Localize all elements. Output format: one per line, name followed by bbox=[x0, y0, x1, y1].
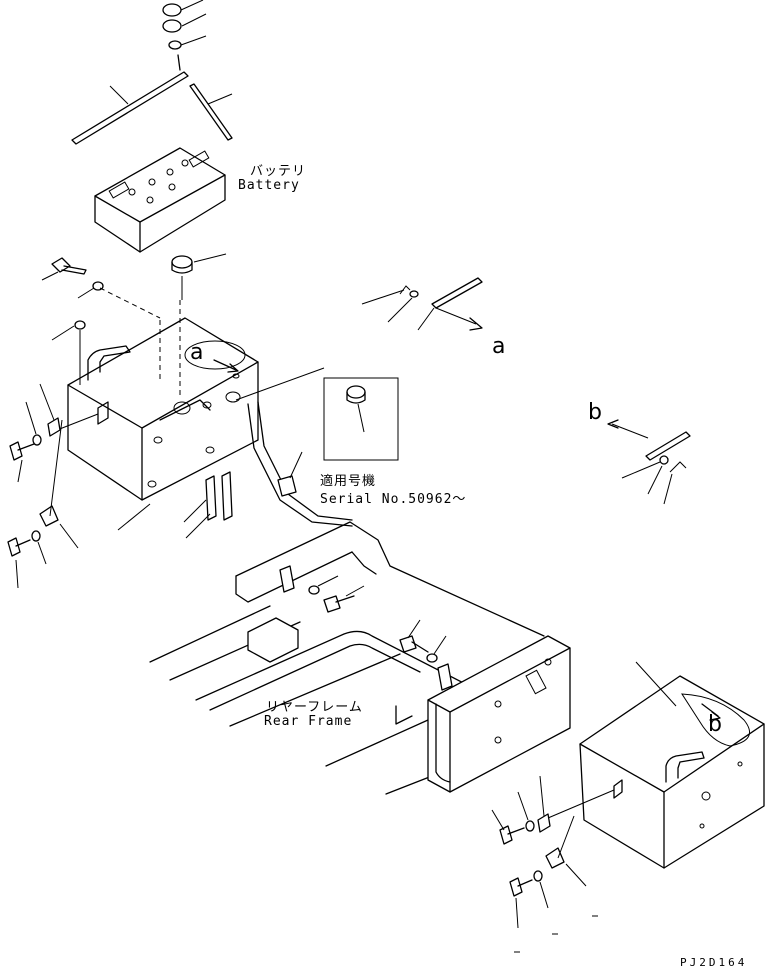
ref-arrow-a-top bbox=[213, 359, 239, 373]
ref-b-bottom: b bbox=[708, 712, 722, 737]
vent-cap bbox=[171, 253, 227, 300]
screw-left bbox=[51, 320, 86, 385]
battery-label-en: Battery bbox=[238, 178, 300, 193]
battery-label-jp: バッテリ bbox=[250, 164, 307, 179]
left-clamp-bolts bbox=[7, 383, 79, 589]
ref-a-top: a bbox=[190, 340, 204, 365]
serial-label-jp: 適用号機 bbox=[320, 474, 377, 489]
rear-frame-label-jp: リヤーフレーム bbox=[266, 700, 363, 715]
battery-cable bbox=[247, 401, 353, 527]
battery bbox=[94, 147, 226, 253]
ref-a-right: a bbox=[492, 334, 506, 359]
frame-bolts bbox=[308, 575, 447, 663]
rear-frame-label-en: Rear Frame bbox=[264, 714, 353, 729]
nut-stack bbox=[162, 0, 207, 50]
drawing-code: PJ2D164 bbox=[680, 956, 748, 969]
battery-box-cover bbox=[547, 661, 765, 869]
ref-b-right: b bbox=[588, 400, 602, 425]
box-brackets bbox=[183, 471, 233, 539]
rod-group-a bbox=[361, 277, 483, 331]
battery-hold-down bbox=[71, 54, 233, 145]
serial-inset bbox=[235, 367, 399, 461]
rod-group-b bbox=[607, 419, 691, 505]
bottom-clamp-bolts bbox=[491, 775, 598, 953]
bolt-top-left bbox=[41, 257, 161, 319]
battery-box bbox=[51, 300, 259, 531]
rear-frame bbox=[149, 521, 571, 795]
serial-label-en: Serial No.50962～ bbox=[320, 492, 467, 507]
